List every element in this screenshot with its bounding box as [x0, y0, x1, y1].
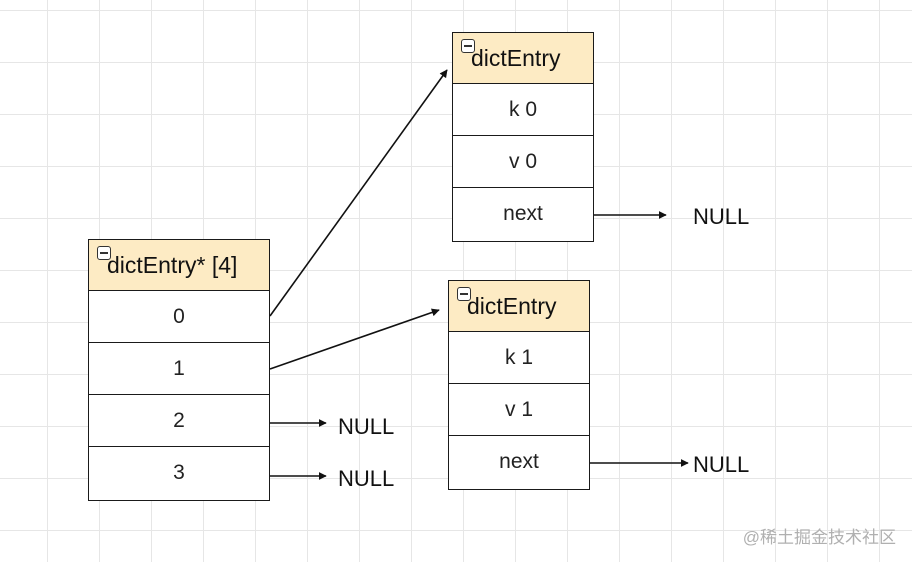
dict-entry-0-value: v 0	[453, 136, 593, 188]
dict-entry-1-value: v 1	[449, 384, 589, 436]
dict-entry-1-title: dictEntry	[467, 292, 557, 319]
collapse-icon[interactable]	[97, 246, 111, 260]
bucket-slot-2: 2	[89, 395, 269, 447]
bucket-slot-3: 3	[173, 461, 185, 484]
dict-entry-0-title: dictEntry	[471, 44, 561, 71]
dict-entry-0-next: next	[503, 202, 543, 225]
dict-entry-0: dictEntry k 0 v 0 next	[452, 32, 594, 242]
watermark: @稀土掘金技术社区	[742, 528, 896, 547]
collapse-icon[interactable]	[461, 39, 475, 53]
bucket-array-header: dictEntry* [4]	[89, 240, 269, 291]
null-label-entry0-next: NULL	[693, 204, 750, 229]
bucket-array-title: dictEntry* [4]	[107, 251, 238, 278]
dict-entry-1-header: dictEntry	[449, 281, 589, 332]
null-label-entry1-next: NULL	[693, 452, 750, 477]
dict-entry-1-next: next	[499, 450, 539, 473]
dict-entry-0-key: k 0	[453, 84, 593, 136]
collapse-icon[interactable]	[457, 287, 471, 301]
dict-entry-0-header: dictEntry	[453, 33, 593, 84]
dict-entry-1-key: k 1	[449, 332, 589, 384]
bucket-slot-1: 1	[89, 343, 269, 395]
bucket-slot-0: 0	[89, 291, 269, 343]
null-label-slot3: NULL	[338, 466, 395, 491]
arrow-slot1-to-entry1	[269, 308, 440, 370]
null-label-slot2: NULL	[338, 414, 395, 439]
dict-entry-1: dictEntry k 1 v 1 next	[448, 280, 590, 490]
bucket-array: dictEntry* [4] 0 1 2 3	[88, 239, 270, 501]
arrow-slot0-to-entry0	[269, 69, 448, 317]
